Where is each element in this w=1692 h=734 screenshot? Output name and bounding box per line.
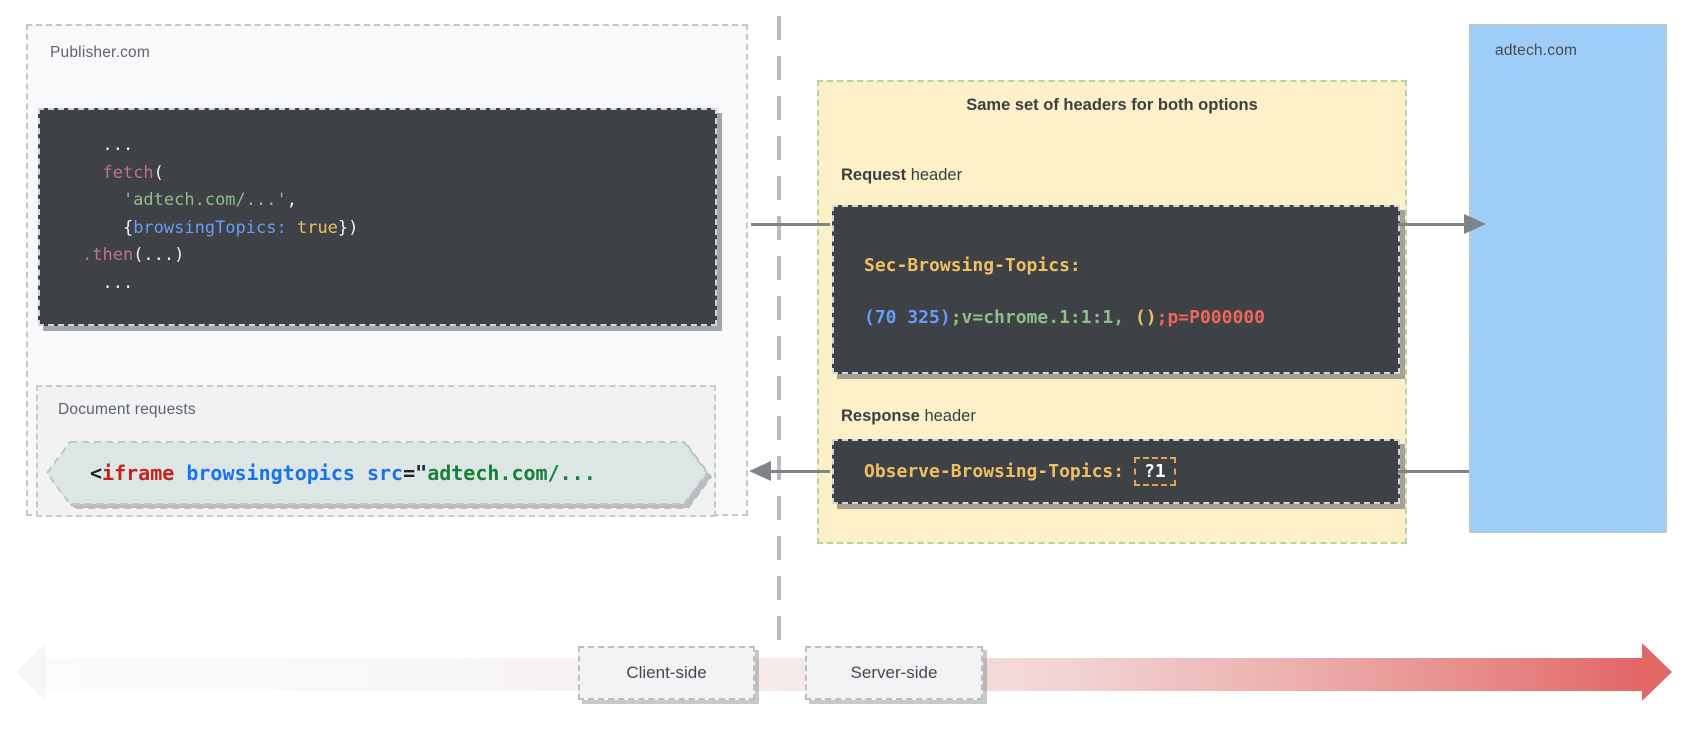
iframe-tag-shape: <iframe browsingtopics src="adtech.com/.… — [46, 441, 708, 505]
code-token: ;v=chrome.1:1:1, — [950, 307, 1125, 328]
response-header-label: Response header — [841, 407, 976, 426]
response-header-label-rest: header — [919, 407, 976, 425]
response-header-name: Observe-Browsing-Topics: — [864, 461, 1125, 482]
response-line-left — [771, 470, 830, 473]
code-token: , { — [122, 190, 297, 238]
request-header-name: Sec-Browsing-Topics: — [864, 255, 1081, 276]
code-token — [174, 461, 186, 485]
publisher-label: Publisher.com — [50, 44, 150, 61]
response-line-right — [1398, 470, 1469, 473]
code-token: fetch — [102, 162, 154, 183]
code-token: =" — [403, 461, 428, 485]
request-line-left — [751, 223, 830, 226]
client-server-divider — [777, 16, 781, 648]
request-header-label: Request header — [841, 166, 962, 185]
headers-panel: Same set of headers for both options Req… — [817, 80, 1407, 544]
code-token: ( — [153, 162, 164, 183]
server-side-tag: Server-side — [805, 646, 983, 700]
request-line-right — [1398, 223, 1464, 226]
request-arrowhead-icon — [1464, 214, 1486, 234]
fetch-code: ... fetch( 'adtech.com/...', {browsingTo… — [40, 110, 715, 297]
code-token: (70 325) — [864, 307, 951, 328]
code-token: iframe — [102, 461, 175, 485]
headers-panel-title: Same set of headers for both options — [966, 96, 1258, 114]
iframe-code: <iframe browsingtopics src="adtech.com/.… — [90, 461, 596, 485]
code-token — [1124, 307, 1135, 328]
response-header-code-block: Observe-Browsing-Topics: ?1 — [832, 439, 1400, 504]
code-token: browsingTopics: — [133, 217, 287, 238]
code-token: () — [1134, 307, 1157, 328]
code-token: 'adtech.com/...' — [122, 190, 287, 210]
code-token: adtech.com/... — [427, 461, 596, 485]
response-arrowhead-icon — [749, 461, 771, 481]
client-side-label: Client-side — [626, 663, 707, 682]
response-header-label-bold: Response — [841, 407, 920, 425]
fetch-code-block: ... fetch( 'adtech.com/...', {browsingTo… — [38, 108, 717, 326]
code-token: ;p=P000000 — [1156, 307, 1265, 328]
code-token — [287, 218, 297, 238]
request-header-code-block: Sec-Browsing-Topics: (70 325);v=chrome.1… — [832, 205, 1400, 374]
request-header-label-rest: header — [906, 166, 963, 184]
timeline-left-arrowhead-icon — [16, 643, 46, 701]
code-token: .then — [82, 245, 134, 265]
code-token: }) — [337, 217, 359, 238]
code-token: browsingtopics — [186, 461, 355, 485]
code-token — [355, 461, 367, 485]
code-token: < — [90, 461, 103, 485]
adtech-box: adtech.com — [1469, 24, 1667, 533]
server-side-label: Server-side — [850, 663, 938, 682]
timeline-right-arrowhead-icon — [1642, 643, 1672, 701]
hexagon-shape — [46, 441, 708, 505]
code-token: ... — [102, 135, 134, 155]
code-token: (...) ... — [102, 245, 185, 293]
adtech-label: adtech.com — [1495, 42, 1578, 59]
document-requests-label: Document requests — [58, 401, 196, 418]
code-token: true — [296, 217, 338, 238]
request-header-value: (70 325);v=chrome.1:1:1, ();p=P000000 — [864, 307, 1398, 329]
client-side-tag: Client-side — [578, 646, 755, 700]
response-header-value: ?1 — [1134, 457, 1176, 486]
request-header-label-bold: Request — [841, 166, 907, 184]
code-token: src — [366, 461, 404, 485]
